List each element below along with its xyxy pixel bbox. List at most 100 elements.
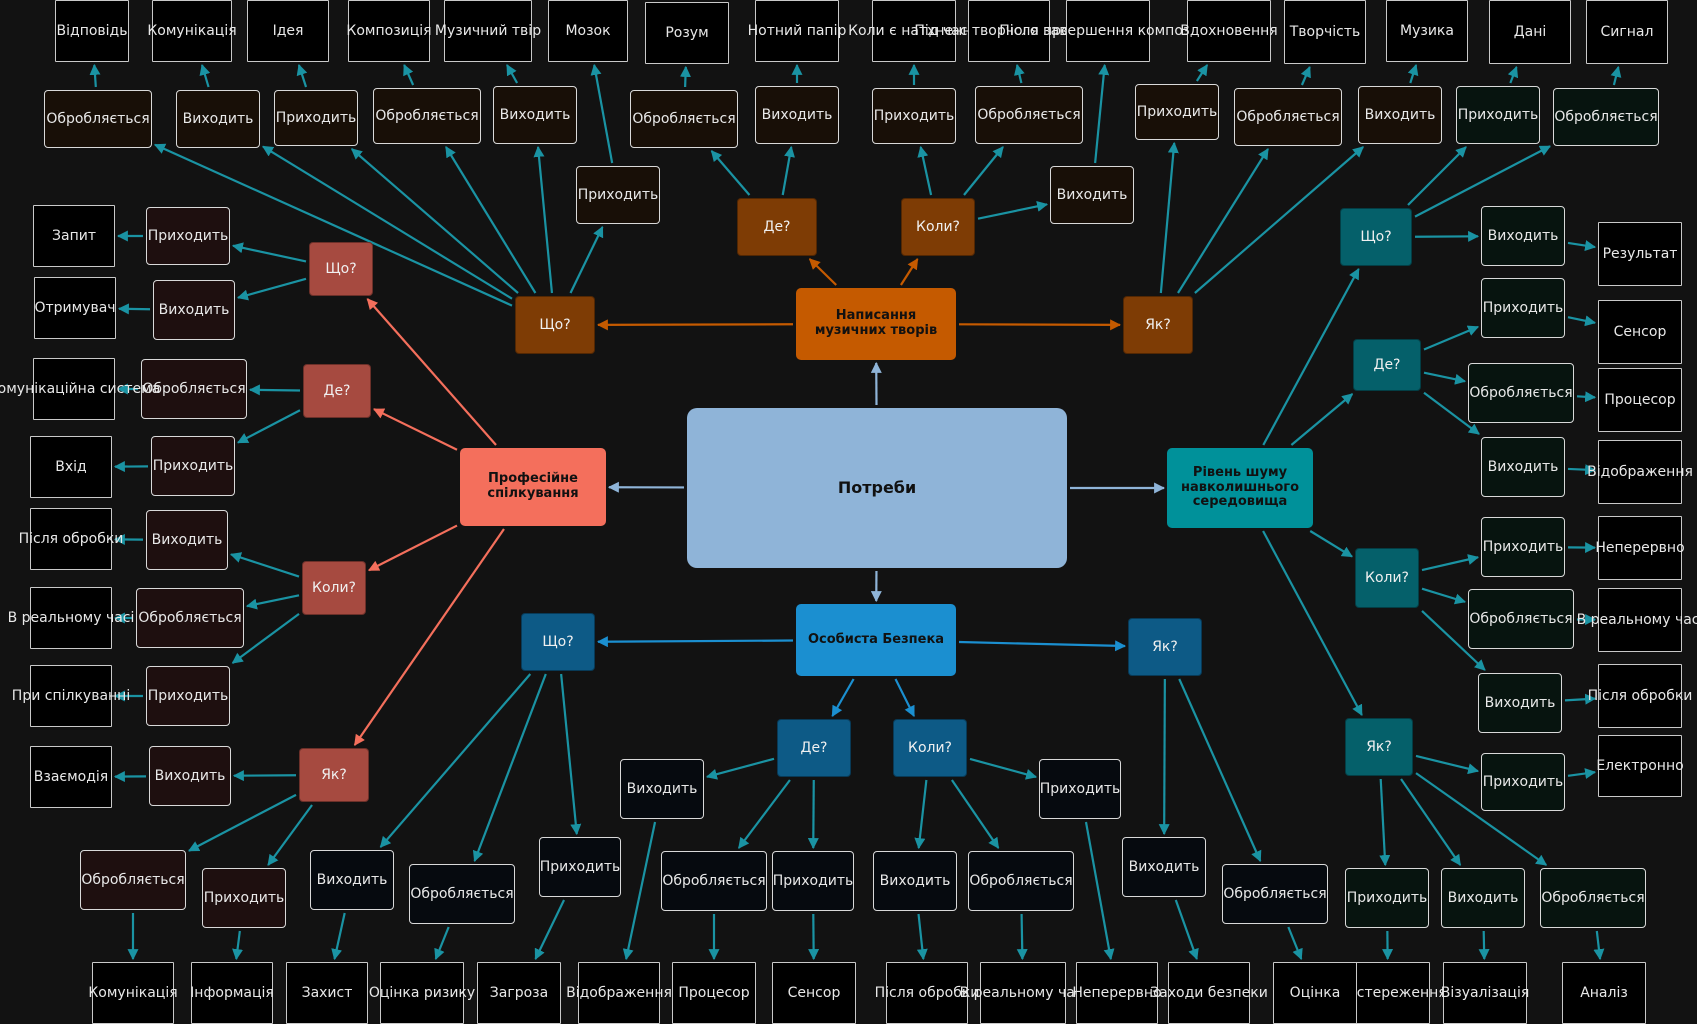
leaf-communication-when-2[interactable]: При спілкуванні [12, 665, 130, 727]
question-communication-where[interactable]: Де? [303, 364, 371, 418]
leaf-music-how-2[interactable]: Музика [1386, 0, 1468, 62]
action-safety-where-0[interactable]: Виходить [620, 759, 704, 819]
leaf-music-when-0[interactable]: Коли є натхнення [848, 0, 980, 62]
leaf-communication-how-1[interactable]: Комунікація [88, 962, 178, 1024]
branch-music[interactable]: Написання музичних творів [796, 288, 956, 360]
action-noise-when-1[interactable]: Обробляється [1468, 589, 1574, 649]
leaf-music-what-2[interactable]: Ідея [247, 0, 329, 62]
branch-safety[interactable]: Особиста Безпека [796, 604, 956, 676]
action-safety-what-2[interactable]: Приходить [539, 837, 621, 897]
leaf-music-where-1[interactable]: Нотний папір [748, 0, 846, 62]
question-music-how[interactable]: Як? [1123, 296, 1193, 354]
action-noise-where-0[interactable]: Приходить [1481, 278, 1565, 338]
leaf-noise-how-1[interactable]: Спостереження [1329, 962, 1447, 1024]
leaf-safety-what-1[interactable]: Оцінка ризику [369, 962, 475, 1024]
action-communication-how-0[interactable]: Виходить [149, 746, 231, 806]
action-noise-how-3[interactable]: Обробляється [1540, 868, 1646, 928]
action-music-what-1[interactable]: Виходить [176, 90, 260, 148]
action-noise-when-2[interactable]: Виходить [1478, 673, 1562, 733]
action-communication-when-2[interactable]: Приходить [146, 666, 230, 726]
action-communication-where-1[interactable]: Приходить [151, 436, 235, 496]
leaf-safety-when-0[interactable]: Після обробки [875, 962, 979, 1024]
action-safety-how-1[interactable]: Обробляється [1222, 864, 1328, 924]
question-safety-when[interactable]: Коли? [893, 719, 967, 777]
action-communication-how-2[interactable]: Приходить [202, 868, 286, 928]
leaf-safety-what-0[interactable]: Захист [286, 962, 368, 1024]
leaf-noise-where-1[interactable]: Процесор [1598, 368, 1682, 432]
leaf-noise-where-0[interactable]: Сенсор [1598, 300, 1682, 364]
action-music-how-1[interactable]: Обробляється [1234, 88, 1342, 146]
question-communication-what[interactable]: Що? [309, 242, 373, 296]
action-safety-when-1[interactable]: Обробляється [968, 851, 1074, 911]
leaf-safety-when-1[interactable]: В реальному часі [960, 962, 1086, 1024]
branch-communication[interactable]: Професійне спілкування [460, 448, 606, 526]
question-music-where[interactable]: Де? [737, 198, 817, 256]
action-noise-where-1[interactable]: Обробляється [1468, 363, 1574, 423]
action-safety-when-2[interactable]: Приходить [1039, 759, 1121, 819]
question-communication-how[interactable]: Як? [299, 748, 369, 802]
leaf-noise-what-1[interactable]: Сигнал [1586, 0, 1668, 64]
action-communication-when-0[interactable]: Виходить [146, 510, 228, 570]
leaf-music-what-5[interactable]: Мозок [548, 0, 628, 62]
action-communication-what-0[interactable]: Приходить [146, 207, 230, 265]
action-noise-what-2[interactable]: Виходить [1481, 206, 1565, 266]
leaf-music-how-0[interactable]: Вдохновення [1180, 0, 1278, 62]
leaf-safety-what-2[interactable]: Загроза [477, 962, 561, 1024]
leaf-safety-how-1[interactable]: Оцінка [1273, 962, 1357, 1024]
action-communication-how-1[interactable]: Обробляється [80, 850, 186, 910]
leaf-music-what-4[interactable]: Музичний твір [435, 0, 541, 62]
question-safety-how[interactable]: Як? [1128, 618, 1202, 676]
action-communication-what-1[interactable]: Виходить [153, 280, 235, 340]
leaf-safety-where-2[interactable]: Сенсор [772, 962, 856, 1024]
leaf-music-how-1[interactable]: Творчість [1284, 0, 1366, 64]
leaf-noise-how-3[interactable]: Аналіз [1562, 962, 1646, 1024]
leaf-noise-when-2[interactable]: Після обробки [1588, 664, 1692, 728]
leaf-music-what-0[interactable]: Відповідь [55, 0, 129, 62]
leaf-communication-what-1[interactable]: Отримувач [34, 277, 116, 339]
leaf-communication-where-0[interactable]: Комунікаційна система [0, 358, 160, 420]
question-communication-when[interactable]: Коли? [302, 561, 366, 615]
question-music-when[interactable]: Коли? [901, 198, 975, 256]
leaf-safety-where-0[interactable]: Відображення [566, 962, 672, 1024]
action-music-what-2[interactable]: Приходить [274, 90, 358, 146]
action-music-how-2[interactable]: Виходить [1358, 86, 1442, 144]
action-safety-when-0[interactable]: Виходить [873, 851, 957, 911]
action-music-what-0[interactable]: Обробляється [44, 90, 152, 148]
action-communication-when-1[interactable]: Обробляється [136, 588, 244, 648]
leaf-music-what-3[interactable]: Композиція [346, 0, 432, 62]
question-safety-where[interactable]: Де? [777, 719, 851, 777]
action-safety-what-0[interactable]: Виходить [310, 850, 394, 910]
question-noise-when[interactable]: Коли? [1355, 548, 1419, 608]
action-music-what-4[interactable]: Виходить [493, 86, 577, 144]
action-noise-when-0[interactable]: Приходить [1481, 517, 1565, 577]
action-communication-where-0[interactable]: Обробляється [141, 359, 247, 419]
leaf-communication-when-1[interactable]: В реальному часі [8, 587, 134, 649]
leaf-noise-when-1[interactable]: В реальному часі [1577, 588, 1697, 652]
action-music-when-1[interactable]: Обробляється [975, 86, 1083, 144]
action-music-what-3[interactable]: Обробляється [373, 88, 481, 144]
action-safety-what-1[interactable]: Обробляється [409, 864, 515, 924]
leaf-communication-what-0[interactable]: Запит [33, 205, 115, 267]
question-noise-what[interactable]: Що? [1340, 208, 1412, 266]
action-noise-what-1[interactable]: Обробляється [1553, 88, 1659, 146]
leaf-noise-what-0[interactable]: Дані [1489, 0, 1571, 64]
question-safety-what[interactable]: Що? [521, 613, 595, 671]
question-noise-where[interactable]: Де? [1353, 339, 1421, 391]
leaf-communication-how-0[interactable]: Взаємодія [30, 746, 112, 808]
action-music-what-5[interactable]: Приходить [576, 166, 660, 224]
action-music-when-0[interactable]: Приходить [872, 88, 956, 144]
leaf-music-when-2[interactable]: Після завершення композиції [999, 0, 1217, 62]
action-music-how-0[interactable]: Приходить [1135, 84, 1219, 140]
leaf-music-when-1[interactable]: Під час творчого процесу [914, 0, 1104, 62]
action-noise-what-0[interactable]: Приходить [1456, 86, 1540, 144]
center-node-needs[interactable]: Потреби [687, 408, 1067, 568]
leaf-noise-where-2[interactable]: Відображення [1587, 440, 1693, 504]
action-safety-where-1[interactable]: Обробляється [661, 851, 767, 911]
action-safety-how-0[interactable]: Виходить [1122, 837, 1206, 897]
action-music-where-1[interactable]: Виходить [755, 86, 839, 144]
leaf-noise-how-0[interactable]: Електронно [1596, 735, 1684, 797]
leaf-safety-how-0[interactable]: Заходи безпеки [1150, 962, 1268, 1024]
leaf-safety-when-2[interactable]: Неперервно [1072, 962, 1162, 1024]
leaf-noise-what-2[interactable]: Результат [1598, 222, 1682, 286]
action-music-when-2[interactable]: Виходить [1050, 166, 1134, 224]
